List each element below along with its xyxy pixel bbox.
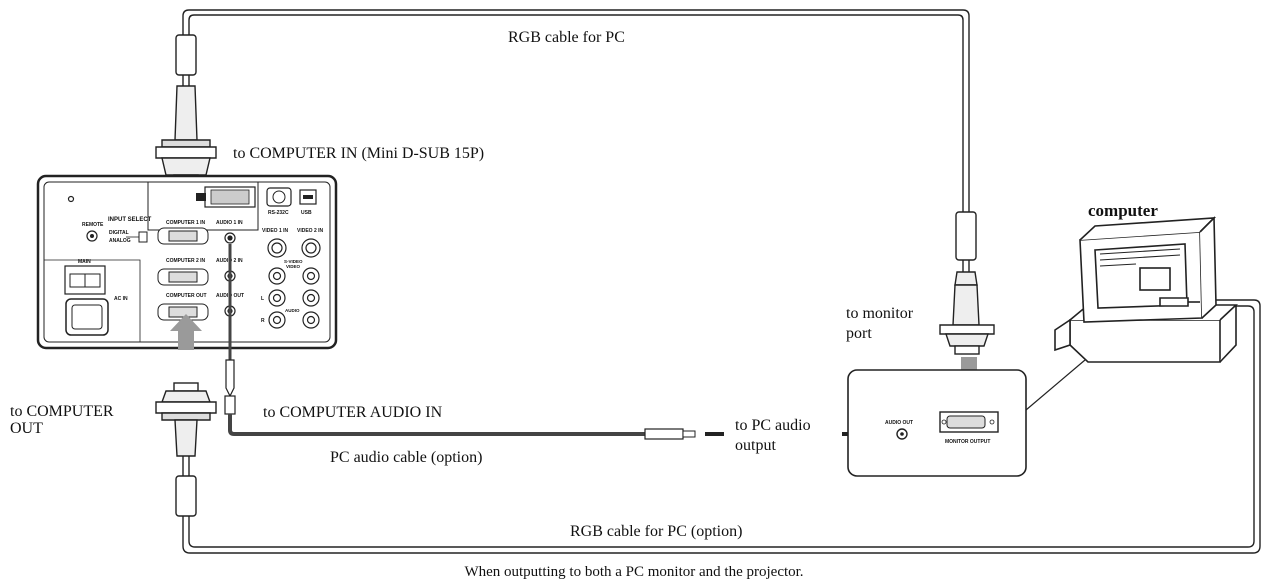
label-to-computer-in: to COMPUTER IN (Mini D-SUB 15P) bbox=[233, 145, 484, 162]
label-l: L bbox=[261, 296, 264, 302]
label-to-monitor-port-2: port bbox=[846, 325, 872, 342]
label-to-computer-out-1: to COMPUTER bbox=[10, 403, 114, 420]
label-r: R bbox=[261, 318, 265, 324]
label-usb: USB bbox=[301, 210, 312, 216]
label-to-pc-audio-output-1: to PC audio bbox=[735, 417, 811, 434]
label-remote: REMOTE bbox=[82, 222, 104, 228]
label-audio-1-in: AUDIO 1 IN bbox=[216, 220, 243, 226]
rgb-cable-top bbox=[182, 9, 970, 212]
pc-panel-leader bbox=[1025, 359, 1086, 411]
label-to-monitor-port-1: to monitor bbox=[846, 305, 914, 322]
label-to-pc-audio-output-2: output bbox=[735, 437, 776, 454]
label-video-2-in: VIDEO 2 IN bbox=[297, 228, 324, 234]
label-video: VIDEO bbox=[286, 264, 301, 269]
label-rgb-cable-pc-option: RGB cable for PC (option) bbox=[570, 523, 742, 540]
computer-icon bbox=[1054, 216, 1239, 363]
label-monitor-output: MONITOR OUTPUT bbox=[945, 439, 990, 445]
label-computer-2-in: COMPUTER 2 IN bbox=[166, 258, 206, 264]
label-analog: ANALOG bbox=[109, 238, 131, 244]
label-digital: DIGITAL bbox=[109, 230, 129, 236]
label-rs232c: RS-232C bbox=[268, 210, 289, 216]
label-computer-out: COMPUTER OUT bbox=[166, 293, 207, 299]
rgb-cable-bottom bbox=[182, 299, 1261, 554]
label-pc-audio-out: AUDIO OUT bbox=[885, 420, 913, 426]
label-pc-audio-cable: PC audio cable (option) bbox=[330, 449, 482, 466]
label-audio: AUDIO bbox=[285, 308, 300, 313]
caption: When outputting to both a PC monitor and… bbox=[464, 564, 803, 580]
arrow-to-computer-out bbox=[170, 314, 202, 350]
label-computer-1-in: COMPUTER 1 IN bbox=[166, 220, 206, 226]
vga-plug-bottom bbox=[155, 382, 217, 517]
label-main: MAIN bbox=[78, 259, 91, 265]
label-input-select: INPUT SELECT bbox=[108, 217, 152, 223]
label-rgb-cable-pc: RGB cable for PC bbox=[508, 29, 625, 46]
label-to-computer-out-2: OUT bbox=[10, 420, 43, 437]
label-to-computer-audio-in: to COMPUTER AUDIO IN bbox=[263, 404, 443, 421]
vga-plug-monitor bbox=[939, 211, 995, 355]
label-ac-in: AC IN bbox=[114, 296, 128, 302]
label-s-video: S-VIDEO bbox=[284, 259, 303, 264]
label-video-1-in: VIDEO 1 IN bbox=[262, 228, 289, 234]
vga-plug-top-left bbox=[155, 34, 217, 185]
pc-rear-panel: AUDIO OUT MONITOR OUTPUT bbox=[847, 369, 1027, 477]
label-computer: computer bbox=[1088, 201, 1158, 220]
